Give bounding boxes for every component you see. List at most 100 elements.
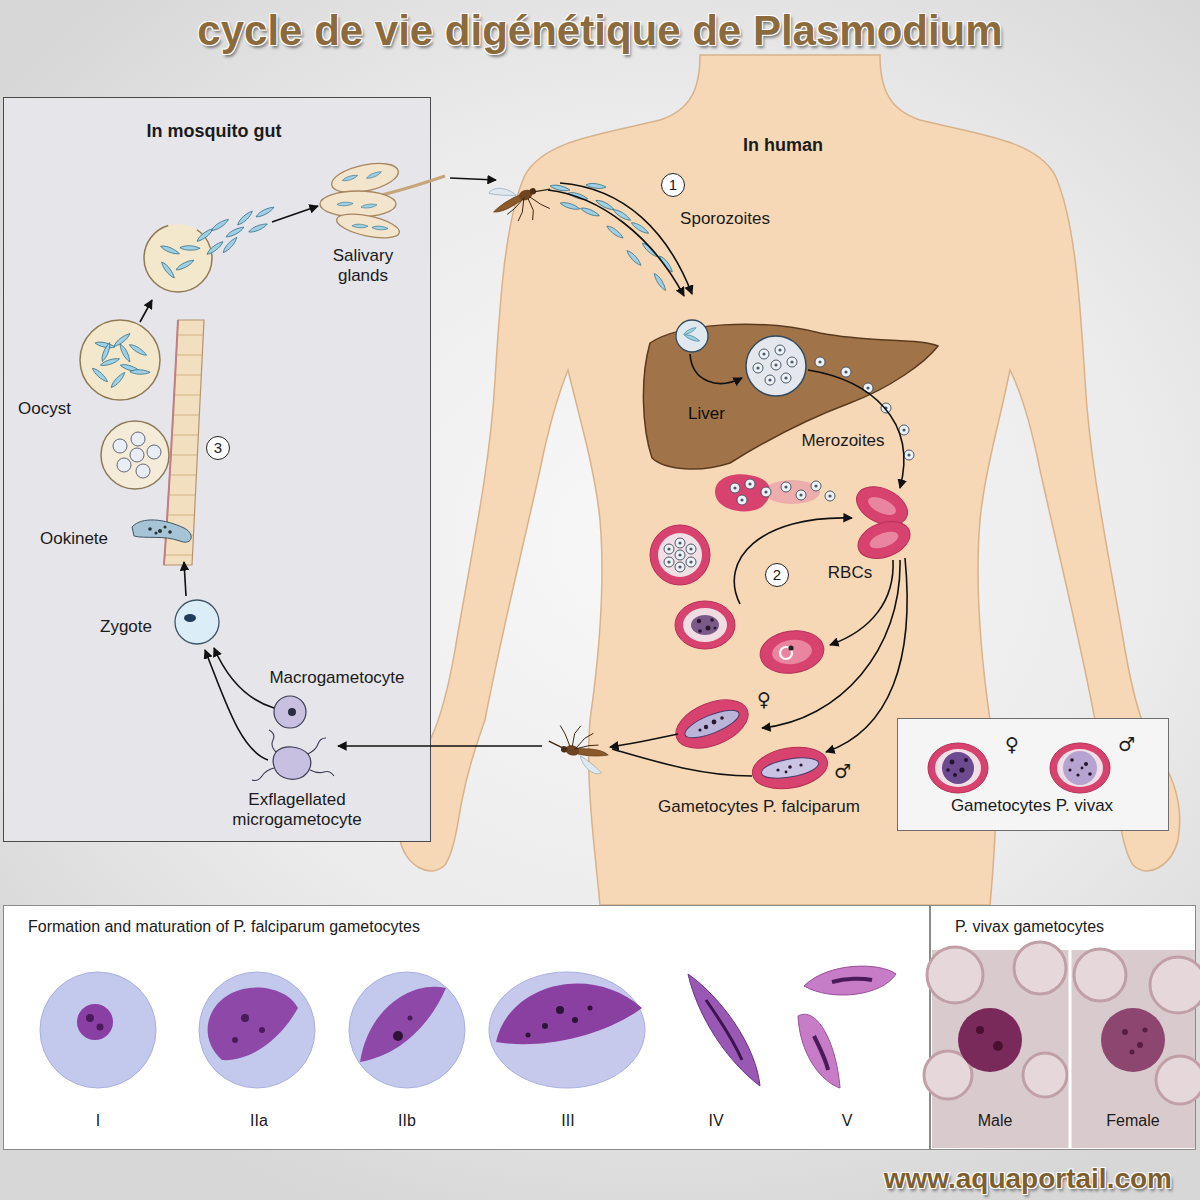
micrograph (1014, 942, 1066, 994)
gametocyte-stage (832, 979, 872, 982)
vivax-gametocyte-female (959, 767, 964, 772)
label-anchor: ♂ (1118, 733, 1135, 756)
stage-panel: Formation and maturation of P. falciparu… (3, 905, 930, 1150)
gametocyte-female (704, 725, 708, 729)
callout-number: 3 (214, 439, 222, 457)
stage-label: Oocyst (18, 399, 71, 419)
gametocyte-male (776, 768, 779, 771)
oocyst-mature (80, 320, 160, 400)
trophozoite-rbc (710, 618, 714, 622)
label-anchor: Gametocytes P. falciparum (658, 797, 860, 817)
vivax-gametocyte-female (950, 760, 955, 765)
gametocyte-stage (572, 1017, 578, 1023)
liver-organ: Liver (640, 318, 940, 473)
gametocyte-stage (86, 1014, 94, 1022)
stage-label: Salivary glands (323, 246, 403, 287)
stage-label: Sporozoites (680, 209, 770, 229)
oocyst-young (147, 445, 161, 459)
micrograph (1143, 1028, 1148, 1033)
gametocyte-female (712, 720, 717, 725)
liver-schizont (753, 363, 763, 373)
label-anchor: Zygote (100, 617, 152, 637)
callout-number: 2 (773, 566, 781, 584)
liver-schizont (765, 375, 775, 385)
schizont-rbc (650, 525, 710, 585)
merozoite-trail (863, 383, 873, 393)
schizont-rbc (675, 562, 685, 572)
human-body-outline (385, 55, 1195, 905)
liver-schizont (775, 345, 785, 355)
gametocyte-stage (814, 1036, 828, 1070)
micrograph (958, 1008, 1022, 1072)
ruptured-rbc (764, 480, 820, 504)
ring-rbc (771, 637, 814, 666)
label-anchor: V (842, 1111, 853, 1130)
vivax-gametocyte-male (1081, 767, 1084, 770)
gametocyte-stage (542, 1023, 548, 1029)
micrograph (1074, 949, 1126, 1001)
sex-symbol: ♂ (834, 760, 851, 783)
gametocyte-stage (496, 984, 642, 1045)
micrograph (1101, 1008, 1165, 1072)
vivax-gametocyte-female (942, 752, 974, 784)
merozoite-trail (841, 367, 851, 377)
gametocyte-stage (208, 988, 298, 1061)
stage-label: Gametocytes P. falciparum (658, 797, 860, 817)
sex-symbol: ♀ (1005, 733, 1019, 756)
human-body: In human1Liver2 (385, 55, 1195, 905)
label-anchor: RBCs (828, 563, 872, 583)
oocyst-young (113, 439, 127, 453)
merozoite-trail (904, 450, 914, 460)
salivary-glands (366, 171, 382, 179)
inset-caption: Gametocytes P. vivax (951, 796, 1113, 816)
liver-organ-outline (640, 318, 940, 473)
gametocyte-stage (489, 972, 645, 1088)
oocyst-ruptured (180, 244, 201, 252)
ruptured-rbc (796, 490, 806, 500)
gametocyte-stage (40, 972, 156, 1088)
label-anchor: Female (1106, 1111, 1159, 1130)
gametocyte-male (799, 763, 802, 766)
oocyst-young (117, 458, 131, 472)
microgametocyte (273, 747, 311, 779)
hepatocyte (683, 327, 697, 335)
oocyst-mature (109, 372, 127, 389)
label-anchor: Male (978, 1111, 1013, 1130)
gametocyte-stage (232, 1037, 238, 1043)
label-anchor: IIb (398, 1111, 416, 1130)
label-anchor: Salivary glands (323, 246, 403, 287)
ookinete (164, 526, 167, 529)
callout-number: 1 (669, 176, 677, 194)
gametocyte-female (720, 716, 724, 720)
schizont-rbc (686, 557, 696, 567)
gametocyte-stage (241, 1014, 249, 1022)
micrograph (1023, 1053, 1067, 1097)
ruptured-rbc (745, 479, 755, 489)
merozoite-trail (815, 357, 825, 367)
ookinete (148, 527, 152, 531)
oocyst-mature (92, 366, 109, 384)
oocyst-mature (99, 342, 113, 362)
vivax-gametocyte-male (1050, 743, 1110, 793)
oocyst-mature (129, 342, 147, 359)
vivax-gametocyte-female (964, 758, 968, 762)
macrogametocyte (288, 708, 296, 716)
label-anchor: IIa (250, 1111, 268, 1130)
callout-circle: 1 (661, 173, 685, 197)
label-anchor: ♀ (757, 688, 771, 711)
zygote (175, 600, 219, 644)
title-anchor: cycle de vie digénétique de Plasmodium (197, 6, 1002, 56)
micrograph (976, 1026, 984, 1034)
oocyst-ruptured (160, 243, 180, 257)
liver-schizont (746, 336, 806, 396)
gametocyte-female (698, 728, 701, 731)
oocyst-ruptured (144, 224, 212, 292)
salivary-glands (337, 201, 353, 206)
oocyst-young (130, 448, 144, 462)
stage-number: IIb (398, 1111, 416, 1130)
oocyst-young (101, 421, 169, 489)
merozoite-trail (899, 425, 909, 435)
stage-number: V (842, 1111, 853, 1130)
vivax-gametocyte-male (1076, 773, 1079, 776)
label-anchor: Sporozoites (680, 209, 770, 229)
